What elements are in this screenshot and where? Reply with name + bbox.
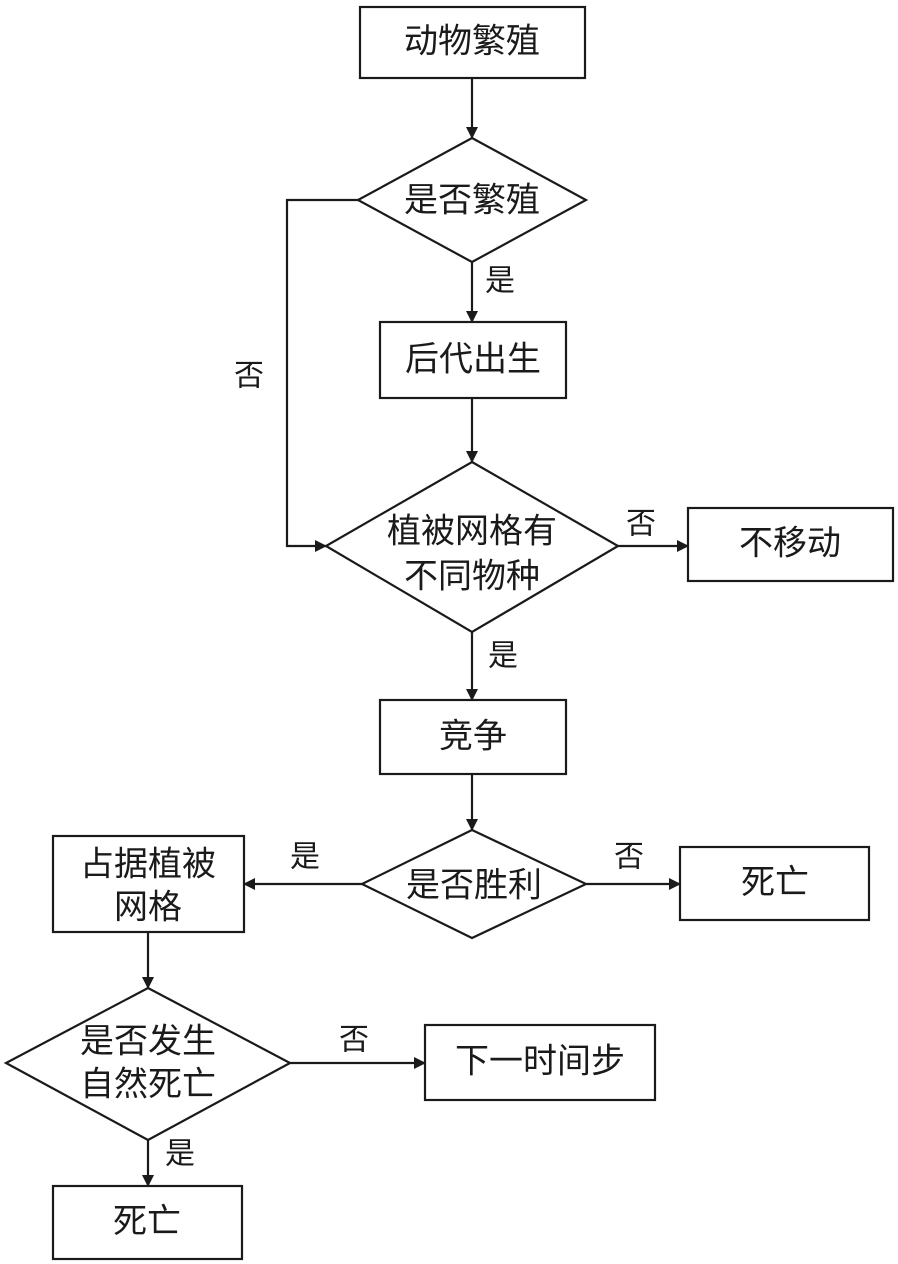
decision-natural-death: 是否发生 自然死亡 (3, 986, 293, 1142)
node-death-compete-label: 死亡 (741, 863, 809, 903)
node-reproduce-label: 动物繁殖 (404, 22, 540, 62)
node-offspring-label: 后代出生 (405, 340, 541, 380)
decision-win: 是否胜利 (359, 828, 589, 940)
label-natural-yes: 是 (165, 1137, 195, 1172)
node-reproduce: 动物繁殖 (358, 5, 587, 80)
node-compete-label: 竞争 (439, 717, 507, 757)
label-species-yes: 是 (488, 639, 518, 674)
decision-reproduce-label: 是否繁殖 (404, 181, 540, 221)
node-death-compete: 死亡 (678, 845, 871, 922)
label-natural-no: 否 (339, 1023, 369, 1058)
label-reproduce-no: 否 (234, 359, 264, 394)
node-compete: 竞争 (378, 698, 568, 776)
node-offspring: 后代出生 (378, 320, 568, 400)
label-reproduce-yes: 是 (485, 264, 515, 299)
node-occupy-line1: 占据植被 (80, 845, 216, 885)
node-death-natural-label: 死亡 (113, 1202, 181, 1242)
node-occupy: 占据植被 网格 (51, 834, 246, 934)
label-win-yes: 是 (290, 840, 320, 875)
node-occupy-line2: 网格 (114, 888, 182, 928)
decision-species-line1: 植被网格有 (387, 512, 557, 552)
decision-natural-death-line2: 自然死亡 (80, 1065, 216, 1105)
decision-species: 植被网格有 不同物种 (323, 460, 621, 634)
decision-win-label: 是否胜利 (406, 866, 542, 906)
decision-natural-death-line1: 是否发生 (80, 1022, 216, 1062)
label-species-no: 否 (626, 507, 656, 542)
node-no-move: 不移动 (686, 506, 895, 583)
decision-species-line2: 不同物种 (404, 557, 540, 597)
edge-decide-no-to-species (285, 198, 358, 552)
node-next-step-label: 下一时间步 (455, 1042, 625, 1082)
node-death-natural: 死亡 (51, 1184, 244, 1261)
node-no-move-label: 不移动 (739, 524, 841, 564)
decision-reproduce: 是否繁殖 (355, 136, 589, 264)
label-win-no: 否 (614, 840, 644, 875)
node-next-step: 下一时间步 (423, 1023, 657, 1102)
